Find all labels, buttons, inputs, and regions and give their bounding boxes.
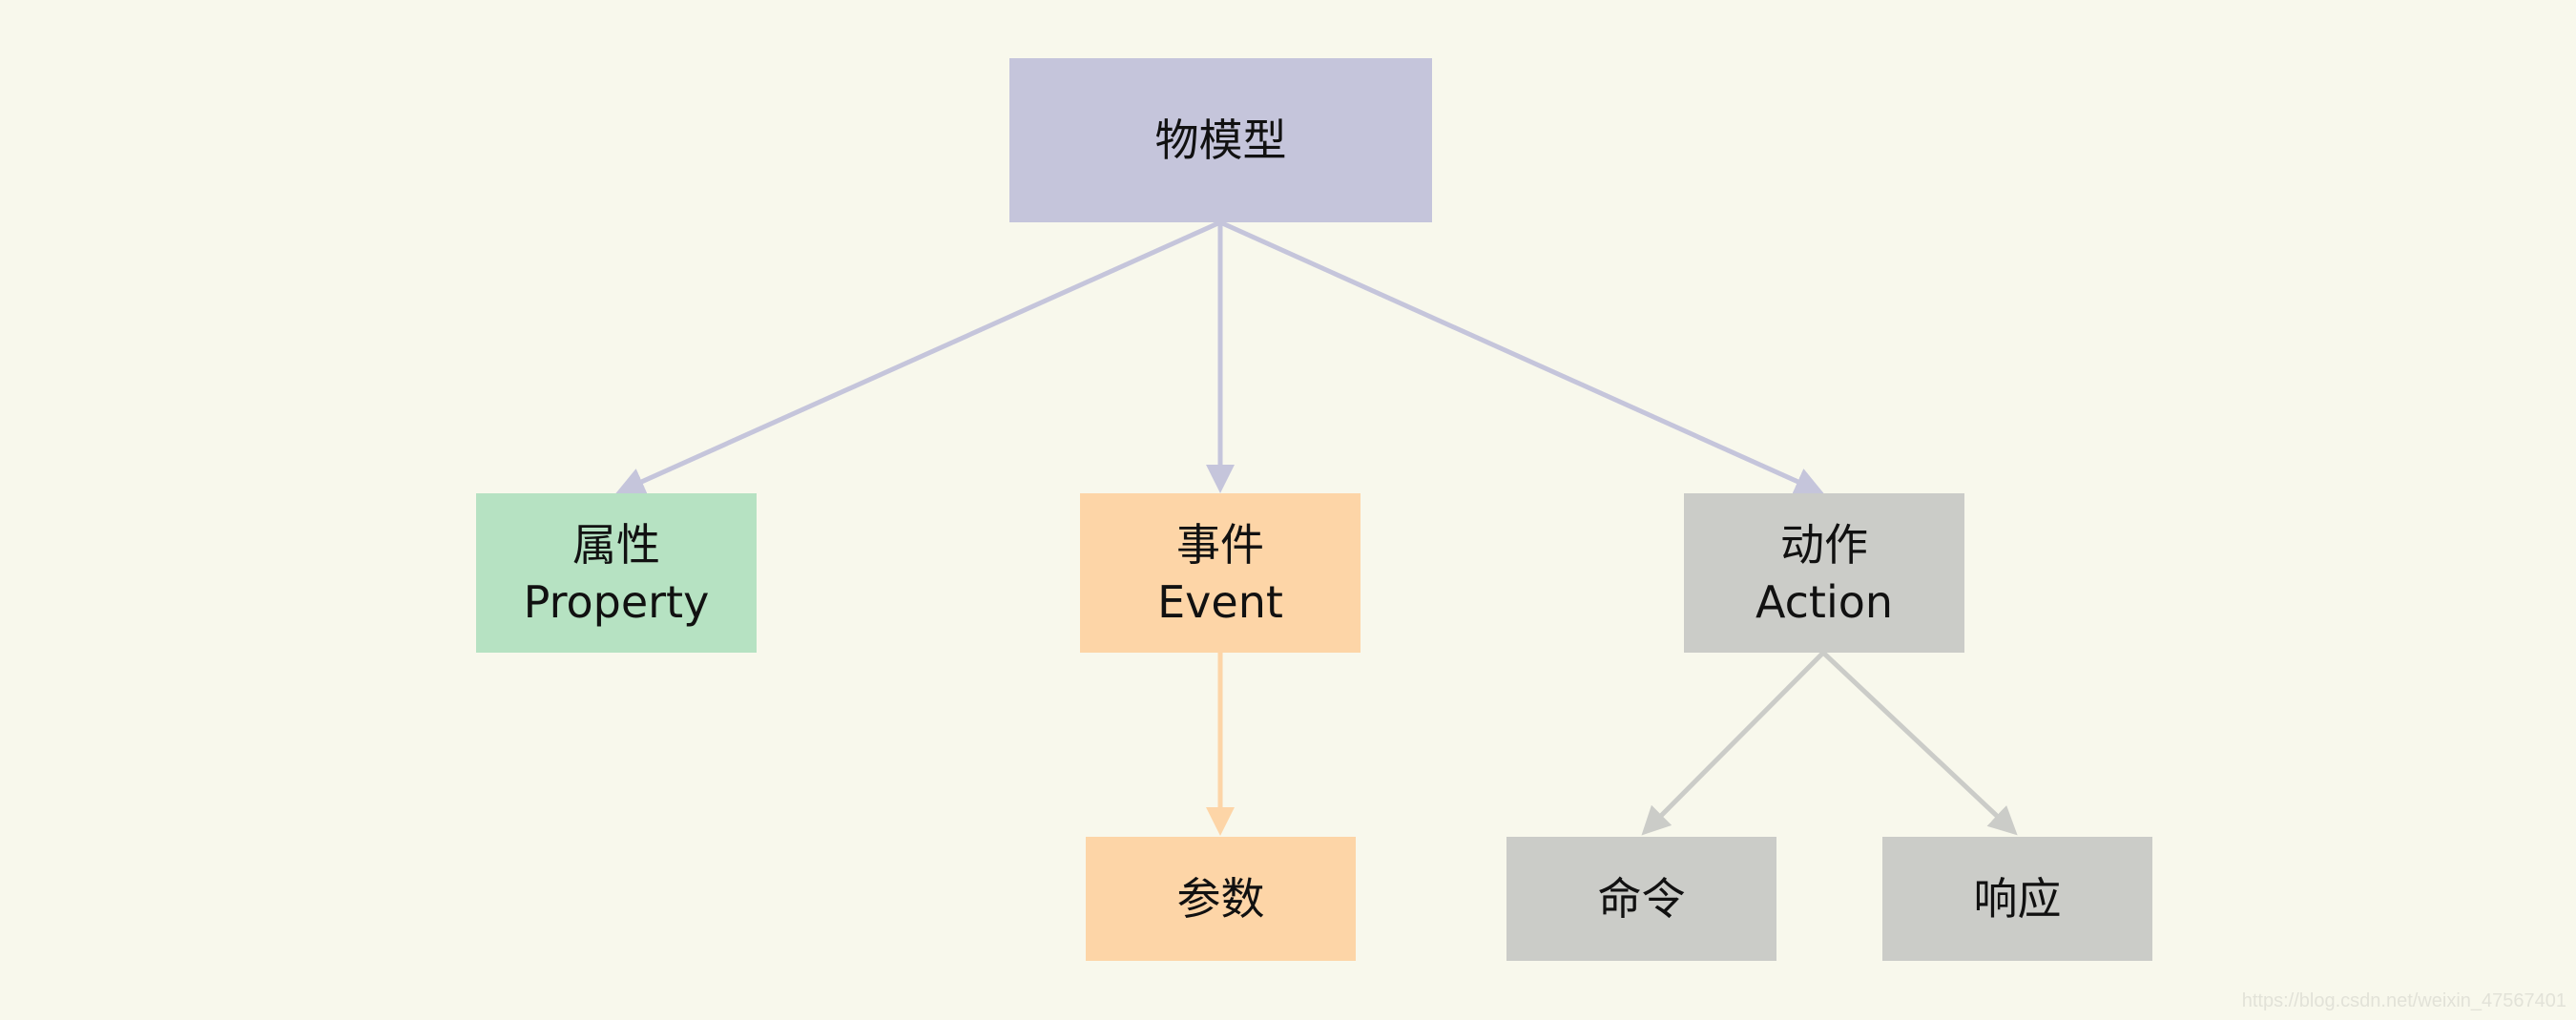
node-params: 参数 [1086, 837, 1356, 961]
node-params-label: 参数 [1176, 873, 1265, 925]
node-event: 事件 Event [1080, 493, 1361, 653]
arrow-action-to-response [1821, 651, 2018, 836]
arrow-root-to-action [1218, 219, 1824, 495]
watermark: https://blog.csdn.net/weixin_47567401 [2241, 990, 2566, 1011]
arrow-action-to-command [1641, 651, 1825, 836]
node-event-label: 事件 [1176, 518, 1264, 571]
node-event-sublabel: Event [1157, 575, 1283, 628]
node-response: 响应 [1882, 837, 2152, 961]
node-command: 命令 [1506, 837, 1776, 961]
node-action: 动作 Action [1684, 493, 1964, 653]
node-root: 物模型 [1009, 58, 1432, 222]
node-action-sublabel: Action [1755, 575, 1894, 628]
node-property-sublabel: Property [523, 575, 710, 628]
node-response-label: 响应 [1973, 873, 2062, 925]
node-property-label: 属性 [572, 518, 660, 571]
arrow-root-to-property [615, 219, 1222, 495]
node-root-label: 物模型 [1154, 114, 1287, 166]
node-command-label: 命令 [1597, 873, 1686, 925]
node-action-label: 动作 [1780, 518, 1868, 571]
node-property: 属性 Property [476, 493, 757, 653]
